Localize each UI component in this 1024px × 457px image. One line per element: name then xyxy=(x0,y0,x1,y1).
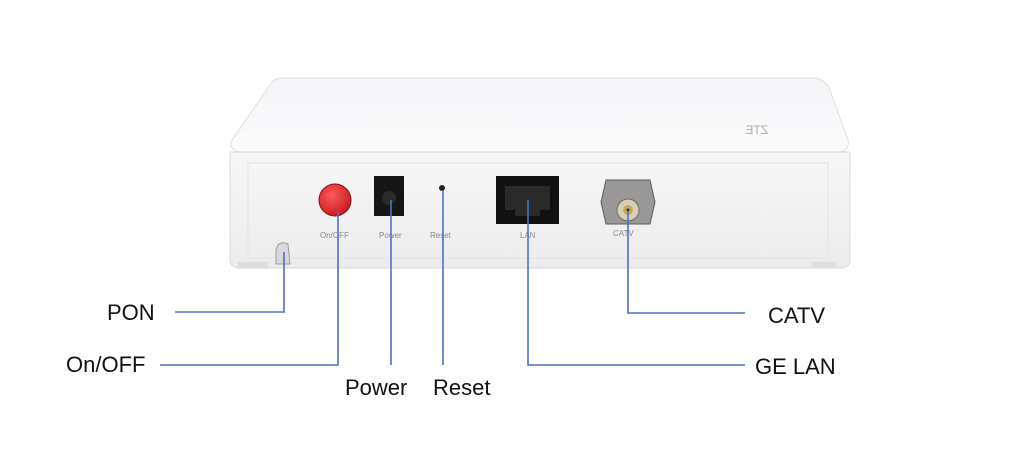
device-top-surface xyxy=(230,77,849,153)
pon-leader-line xyxy=(175,252,285,313)
power-label: Power xyxy=(345,375,408,400)
pon-port xyxy=(275,242,291,265)
catv-label: CATV xyxy=(768,303,826,328)
power-jack-socket xyxy=(382,191,396,205)
device-foot-left xyxy=(238,262,268,268)
on-off-label: On/OFF xyxy=(66,352,146,377)
device-foot-right xyxy=(812,262,836,267)
reset-pinhole xyxy=(439,185,445,191)
reset-silk: Reset xyxy=(430,231,452,240)
catv-leader-line xyxy=(627,212,745,314)
on-off-button xyxy=(318,183,352,217)
catv-connector-pin xyxy=(626,208,630,212)
on-off-silk: On/OFF xyxy=(320,231,349,240)
ge-lan-leader-line xyxy=(527,200,745,366)
on-off-leader-line xyxy=(160,212,339,366)
reset-label: Reset xyxy=(433,375,491,400)
zte-logo: ZTE xyxy=(745,123,768,137)
catv-silk: CATV xyxy=(613,229,634,238)
front-panel-inset xyxy=(247,162,829,259)
pon-label: PON xyxy=(107,300,155,325)
ge-lan-label: GE LAN xyxy=(755,354,836,379)
